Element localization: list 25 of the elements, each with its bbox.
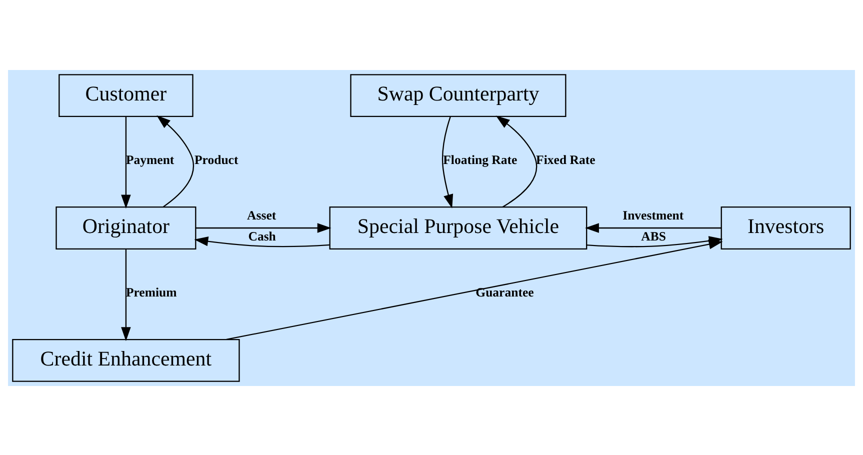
edge-label: Guarantee bbox=[476, 284, 534, 299]
arrow bbox=[442, 116, 454, 208]
edge-label: Cash bbox=[248, 229, 276, 244]
arrow bbox=[156, 114, 194, 207]
node-box: Credit Enhancement bbox=[12, 338, 240, 382]
node-box: Customer bbox=[58, 74, 194, 117]
arrow bbox=[226, 239, 723, 340]
arrow bbox=[496, 115, 538, 208]
node-box: Swap Counterparty bbox=[350, 74, 566, 117]
edge-label: Asset bbox=[247, 208, 276, 222]
node-box: Originator bbox=[56, 206, 196, 249]
node-box: Special Purpose Vehicle bbox=[329, 206, 588, 249]
edge-label: ABS bbox=[641, 229, 666, 244]
arrow bbox=[194, 236, 330, 247]
edge-label: Floating Rate bbox=[443, 152, 518, 166]
edge-label: Payment bbox=[126, 152, 174, 166]
node-box: Investors bbox=[720, 206, 851, 249]
arrow bbox=[121, 248, 131, 341]
edge-label: Premium bbox=[126, 284, 177, 299]
arrow bbox=[585, 222, 722, 232]
edge-label: Fixed Rate bbox=[536, 152, 596, 166]
edge-label: Product bbox=[194, 152, 238, 166]
edge-label: Investment bbox=[622, 208, 684, 222]
arrow bbox=[196, 222, 332, 232]
arrow bbox=[121, 116, 131, 208]
